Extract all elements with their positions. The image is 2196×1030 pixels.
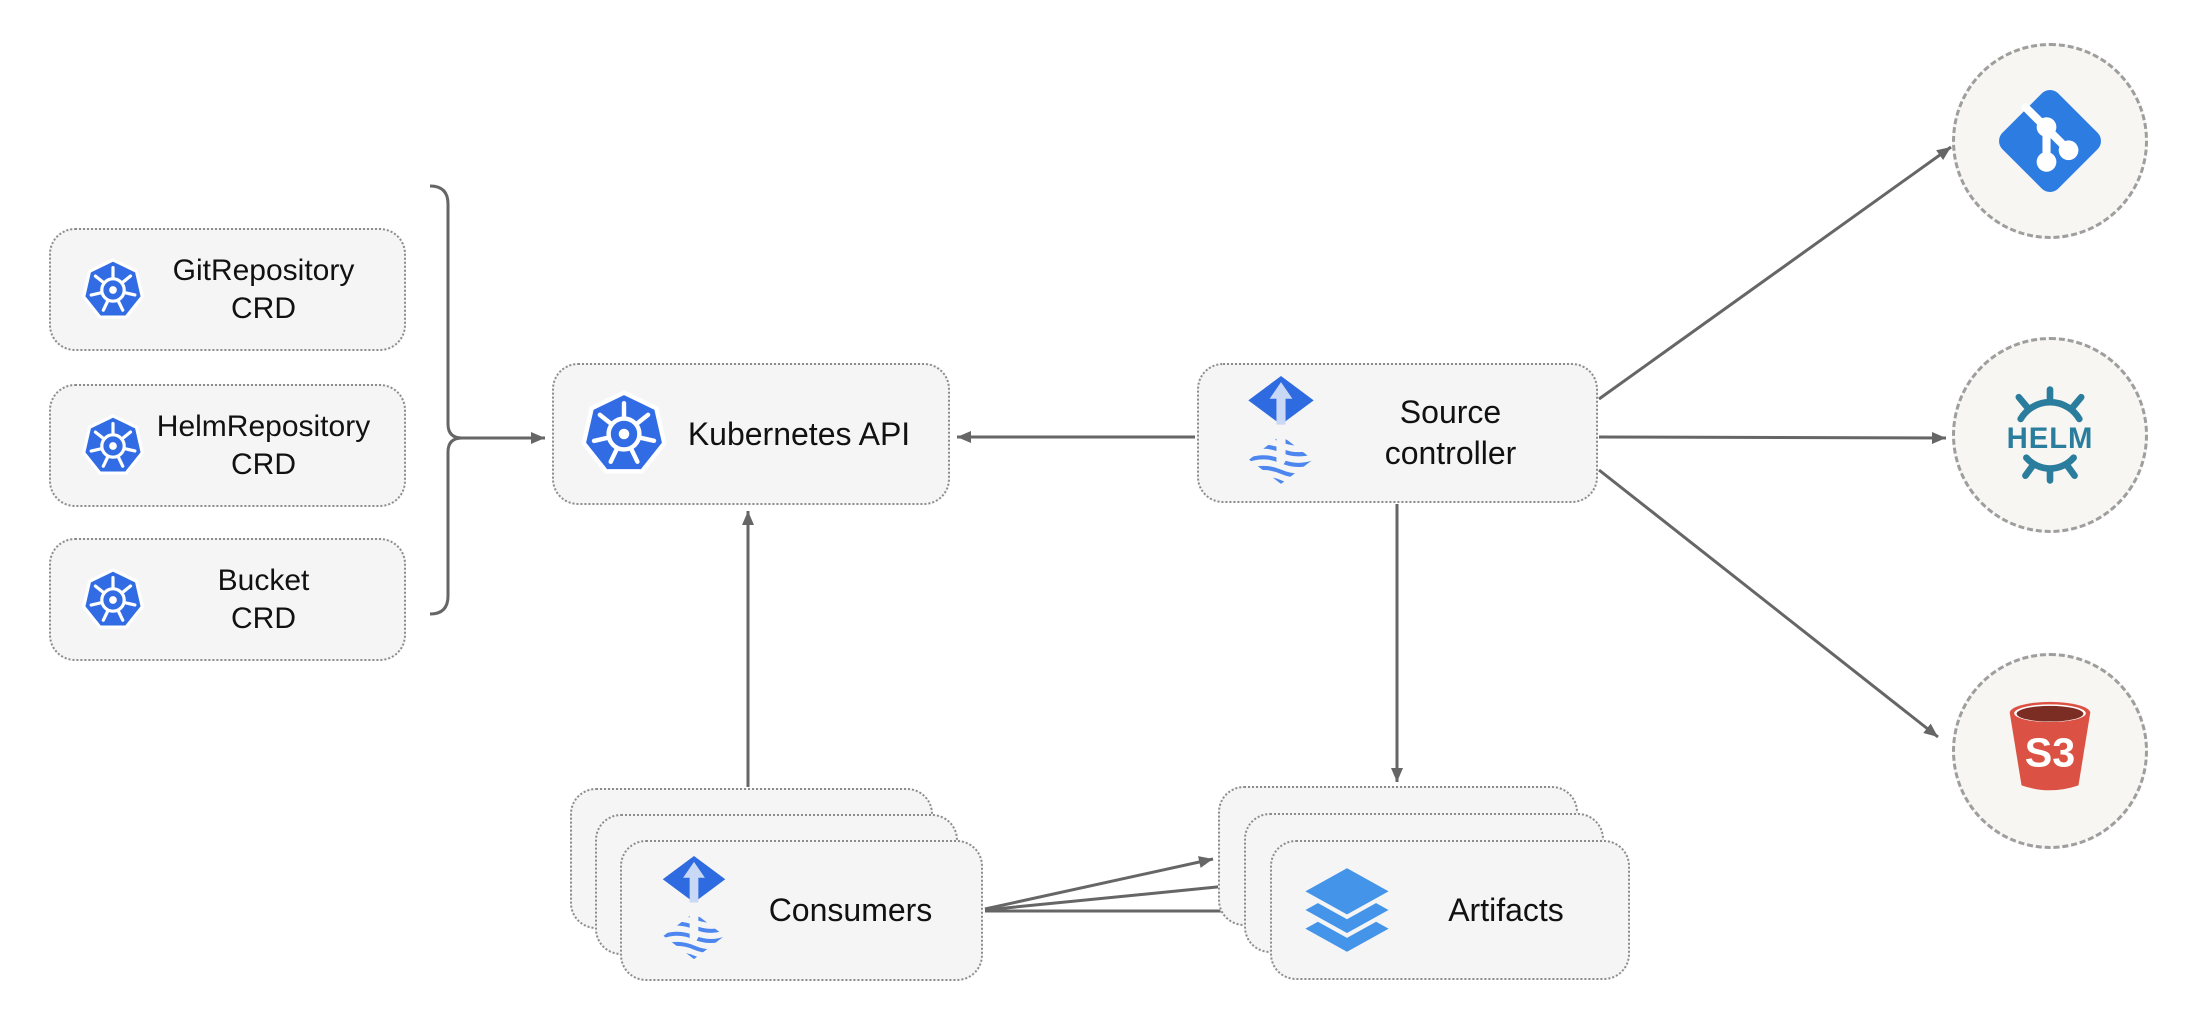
- node-label: HelmRepository CRD: [145, 408, 382, 484]
- crd-suffix: CRD: [231, 601, 296, 635]
- kubernetes-icon: [81, 568, 145, 632]
- node-label: Consumers: [768, 892, 933, 928]
- node-helmrepository-crd: HelmRepository CRD: [49, 384, 406, 507]
- node-label: Kubernetes API: [687, 415, 911, 452]
- node-label: GitRepository CRD: [145, 252, 382, 328]
- node-source-controller: Source controller: [1197, 363, 1598, 503]
- arrow-consumers-to-artifacts-1: [984, 856, 1214, 911]
- node-label: Source controller: [1384, 394, 1517, 471]
- node-bucket-crd: Bucket CRD: [49, 538, 406, 661]
- node-consumers: Consumers: [620, 840, 983, 981]
- crd-name: HelmRepository: [156, 409, 371, 443]
- kubernetes-icon: [580, 390, 668, 478]
- crd-group-brace: [429, 184, 463, 616]
- helm-icon: HELM: [2007, 386, 2094, 484]
- node-artifacts: Artifacts: [1270, 840, 1630, 980]
- endpoint-git: [1952, 43, 2148, 239]
- node-gitrepository-crd: GitRepository CRD: [49, 228, 406, 351]
- arrow-source-controller-to-git: [1598, 145, 1952, 401]
- flux-icon: [1239, 376, 1323, 490]
- endpoint-helm: HELM: [1952, 337, 2148, 533]
- flux-icon: [654, 856, 734, 965]
- kubernetes-icon: [81, 414, 145, 478]
- git-icon: [1999, 90, 2101, 192]
- arrow-source-controller-to-s3: [1598, 468, 1939, 739]
- crd-name: GitRepository: [172, 253, 355, 287]
- node-label: Artifacts: [1448, 891, 1564, 928]
- node-label: Bucket CRD: [145, 562, 382, 638]
- crd-name: Bucket: [217, 563, 310, 597]
- crd-suffix: CRD: [231, 291, 296, 325]
- layers-icon: [1296, 862, 1398, 958]
- arrow-source-controller-to-helm: [1598, 431, 1947, 444]
- endpoint-s3: S3: [1952, 653, 2148, 849]
- kubernetes-icon: [81, 258, 145, 322]
- crd-suffix: CRD: [231, 447, 296, 481]
- node-kubernetes-api: Kubernetes API: [552, 363, 950, 505]
- arrow-consumers-to-artifacts-2: [984, 880, 1238, 912]
- helm-wordmark: HELM: [2007, 422, 2094, 455]
- s3-wordmark: S3: [2025, 729, 2075, 775]
- s3-bucket-icon: S3: [2009, 701, 2091, 790]
